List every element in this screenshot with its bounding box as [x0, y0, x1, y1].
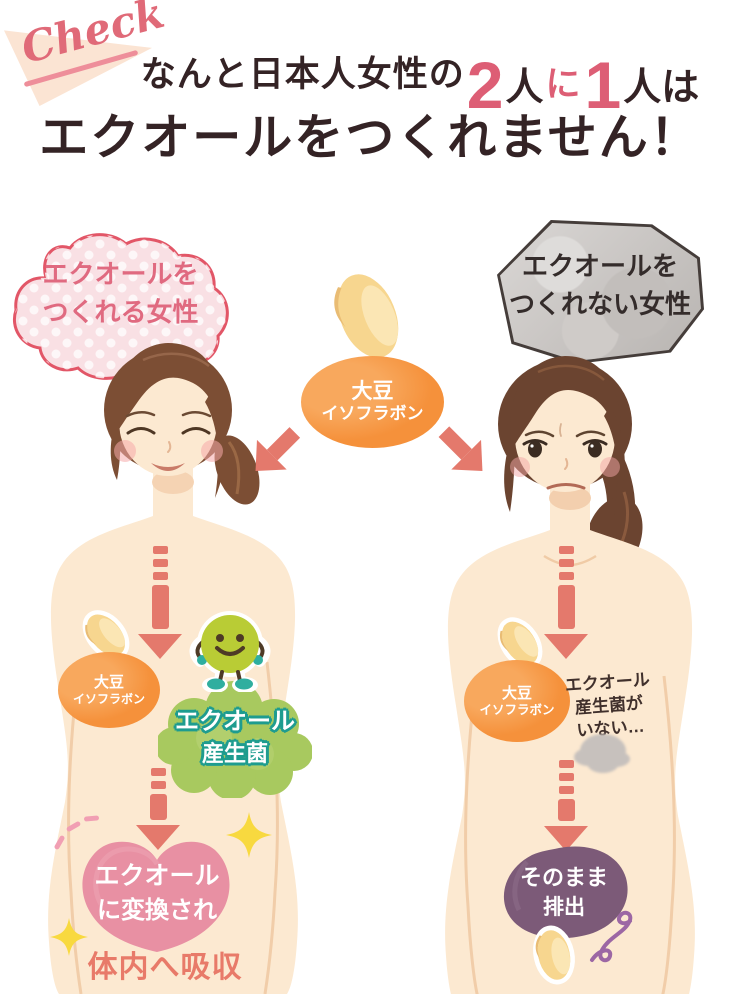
cannot-make-bubble-label: エクオールを つくれない女性 [508, 251, 691, 319]
headline-prefix: なんと日本人女性の [140, 55, 465, 94]
can-make-bubble-label: エクオールを つくれる女性 [42, 259, 199, 327]
soybean-icon [330, 267, 406, 365]
right-eyebrow [575, 430, 606, 438]
left-soy-isoflavone-label: 大豆 イソフラボン [58, 652, 160, 728]
brow-crease [559, 423, 562, 437]
can-make-bubble [13, 233, 229, 388]
open-eye-right [588, 440, 602, 458]
nose [167, 441, 172, 453]
soybean-icon [82, 610, 130, 660]
headline-line2: エクオールをつくれません！ [39, 111, 701, 165]
left-cheek-blush [114, 440, 136, 462]
right-cheek-blush [201, 440, 223, 462]
dashed-down-arrow-icon [138, 546, 182, 659]
left-cheek-blush [510, 457, 530, 477]
excreted-blob [503, 846, 628, 939]
squiggle-icon [590, 910, 633, 963]
green-cloud [158, 681, 312, 798]
headline-unit-1: 人 [505, 67, 544, 109]
dashed-down-arrow-icon [544, 760, 588, 851]
right-soy-isoflavone-label: 大豆 イソフラボン [464, 660, 570, 742]
right-arm-contour [661, 675, 676, 994]
center-soy-isoflavone-label: 大豆 イソフラボン [301, 356, 444, 448]
bubble-dots-texture [14, 234, 228, 379]
excreted-label: そのまま 排出 [519, 865, 608, 919]
left-eyebrow [125, 411, 156, 418]
bacteria-character-icon [189, 611, 271, 692]
nose [564, 458, 569, 470]
front-hair [110, 343, 226, 498]
sparkle-icon [226, 812, 272, 858]
body-silhouette [445, 472, 695, 994]
headline-line1: なんと日本人女性の 2 人 に 1 人は [120, 18, 720, 122]
right-eyebrow [181, 411, 212, 418]
gray-puff-icon [580, 734, 626, 768]
headline-particle: に [545, 65, 581, 104]
headline-number-2: 2 [466, 47, 504, 122]
sad-woman-illustration [445, 356, 695, 994]
soybean-icon [533, 925, 575, 985]
face [119, 368, 217, 476]
happy-face-features [114, 411, 223, 471]
no-bacteria-label: エクオール 産生菌が いない… [564, 670, 651, 740]
emphasis-marks [52, 814, 102, 856]
front-hair [504, 356, 625, 516]
neck-shadow [152, 470, 194, 494]
frowning-mouth [546, 483, 586, 490]
cannot-make-rock-bubble [497, 220, 704, 364]
soybean-icon [497, 617, 543, 669]
converted-equol-blob [82, 841, 230, 952]
neck-shadow [549, 486, 591, 510]
dashed-down-arrow-icon [544, 546, 588, 659]
left-eyebrow [524, 430, 555, 438]
sparkle-icon [50, 918, 88, 956]
headline-unit-2: 人は [623, 67, 700, 109]
smiling-mouth [151, 463, 185, 471]
headline-number-1: 1 [584, 47, 622, 122]
bacteria-label: エクオール 産生菌 [175, 708, 295, 767]
sad-face-features [510, 423, 620, 490]
right-cheek-blush [600, 457, 620, 477]
closed-eye-right [181, 427, 211, 435]
converted-equol-label: エクオール に変換され [94, 862, 220, 924]
dashed-down-arrow-icon [136, 768, 180, 850]
left-arm-contour [67, 661, 83, 994]
rock-texture [500, 223, 701, 361]
left-arm-contour [464, 675, 479, 994]
closed-eye-left [126, 427, 156, 435]
face [515, 382, 615, 492]
open-eye-left [528, 440, 542, 458]
absorbed-into-body-label: 体内へ吸収 [87, 951, 243, 984]
